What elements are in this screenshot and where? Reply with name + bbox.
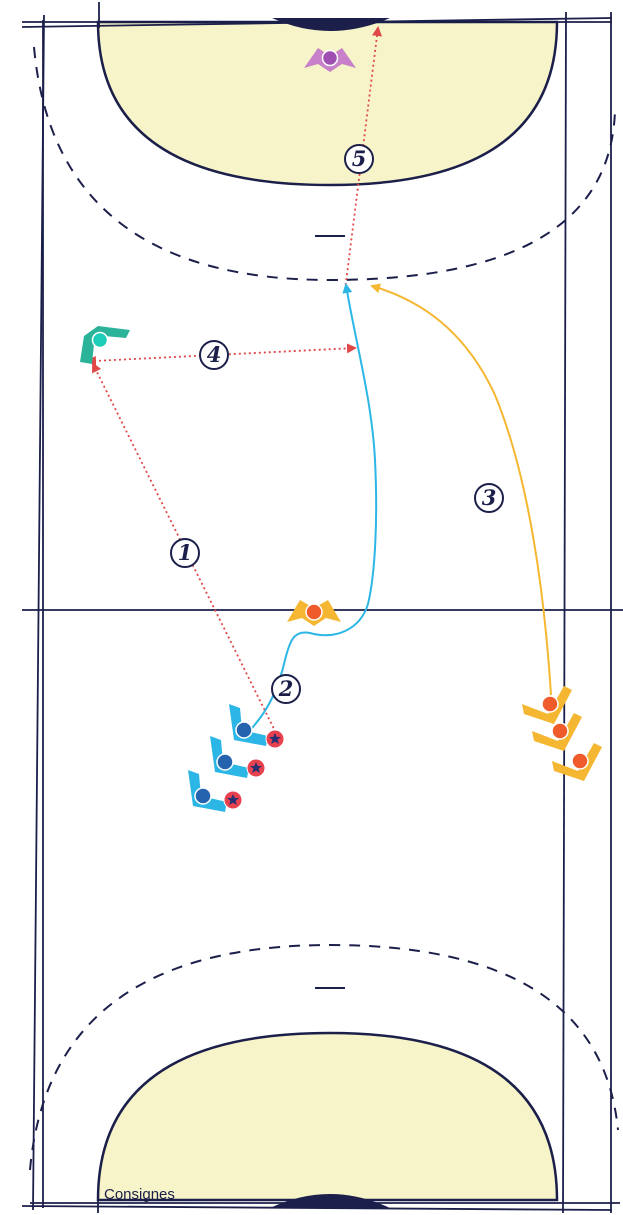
attacker-player-2 <box>210 736 266 778</box>
diagram-caption: Consignes <box>104 1186 175 1203</box>
step-badge-5: 5 <box>344 144 374 174</box>
center-defender-player <box>287 600 341 626</box>
ball-icon <box>223 790 243 810</box>
orange-player-3 <box>552 743 602 781</box>
svg-text:3: 3 <box>482 485 497 510</box>
goalkeeper-player <box>304 48 356 72</box>
top-goal-area <box>96 20 559 187</box>
svg-text:5: 5 <box>352 146 367 171</box>
svg-text:4: 4 <box>207 342 222 367</box>
bottom-goal <box>270 1194 390 1208</box>
svg-text:2: 2 <box>278 676 294 701</box>
orange-player-2 <box>532 713 582 751</box>
pass-arrow-1 <box>92 362 279 738</box>
top-free-throw-line <box>33 46 616 282</box>
ball-icon <box>246 758 266 778</box>
winger-player <box>80 326 130 364</box>
step-badge-2: 2 <box>271 674 301 704</box>
step-badge-4: 4 <box>199 340 229 370</box>
attacker-player-1 <box>229 704 285 749</box>
ball-icon <box>265 729 285 749</box>
run-arrow-3 <box>370 283 552 696</box>
step-badge-1: 1 <box>170 538 200 568</box>
bottom-goal-area <box>96 1031 559 1202</box>
orange-player-1 <box>522 686 572 724</box>
svg-text:1: 1 <box>178 540 193 565</box>
court-outline <box>21 2 620 1214</box>
shot-arrow-5 <box>344 26 382 291</box>
bottom-free-throw-line <box>29 943 619 1171</box>
run-arrow-2 <box>251 283 378 729</box>
attacker-player-3 <box>188 770 243 812</box>
step-badge-3: 3 <box>474 483 504 513</box>
